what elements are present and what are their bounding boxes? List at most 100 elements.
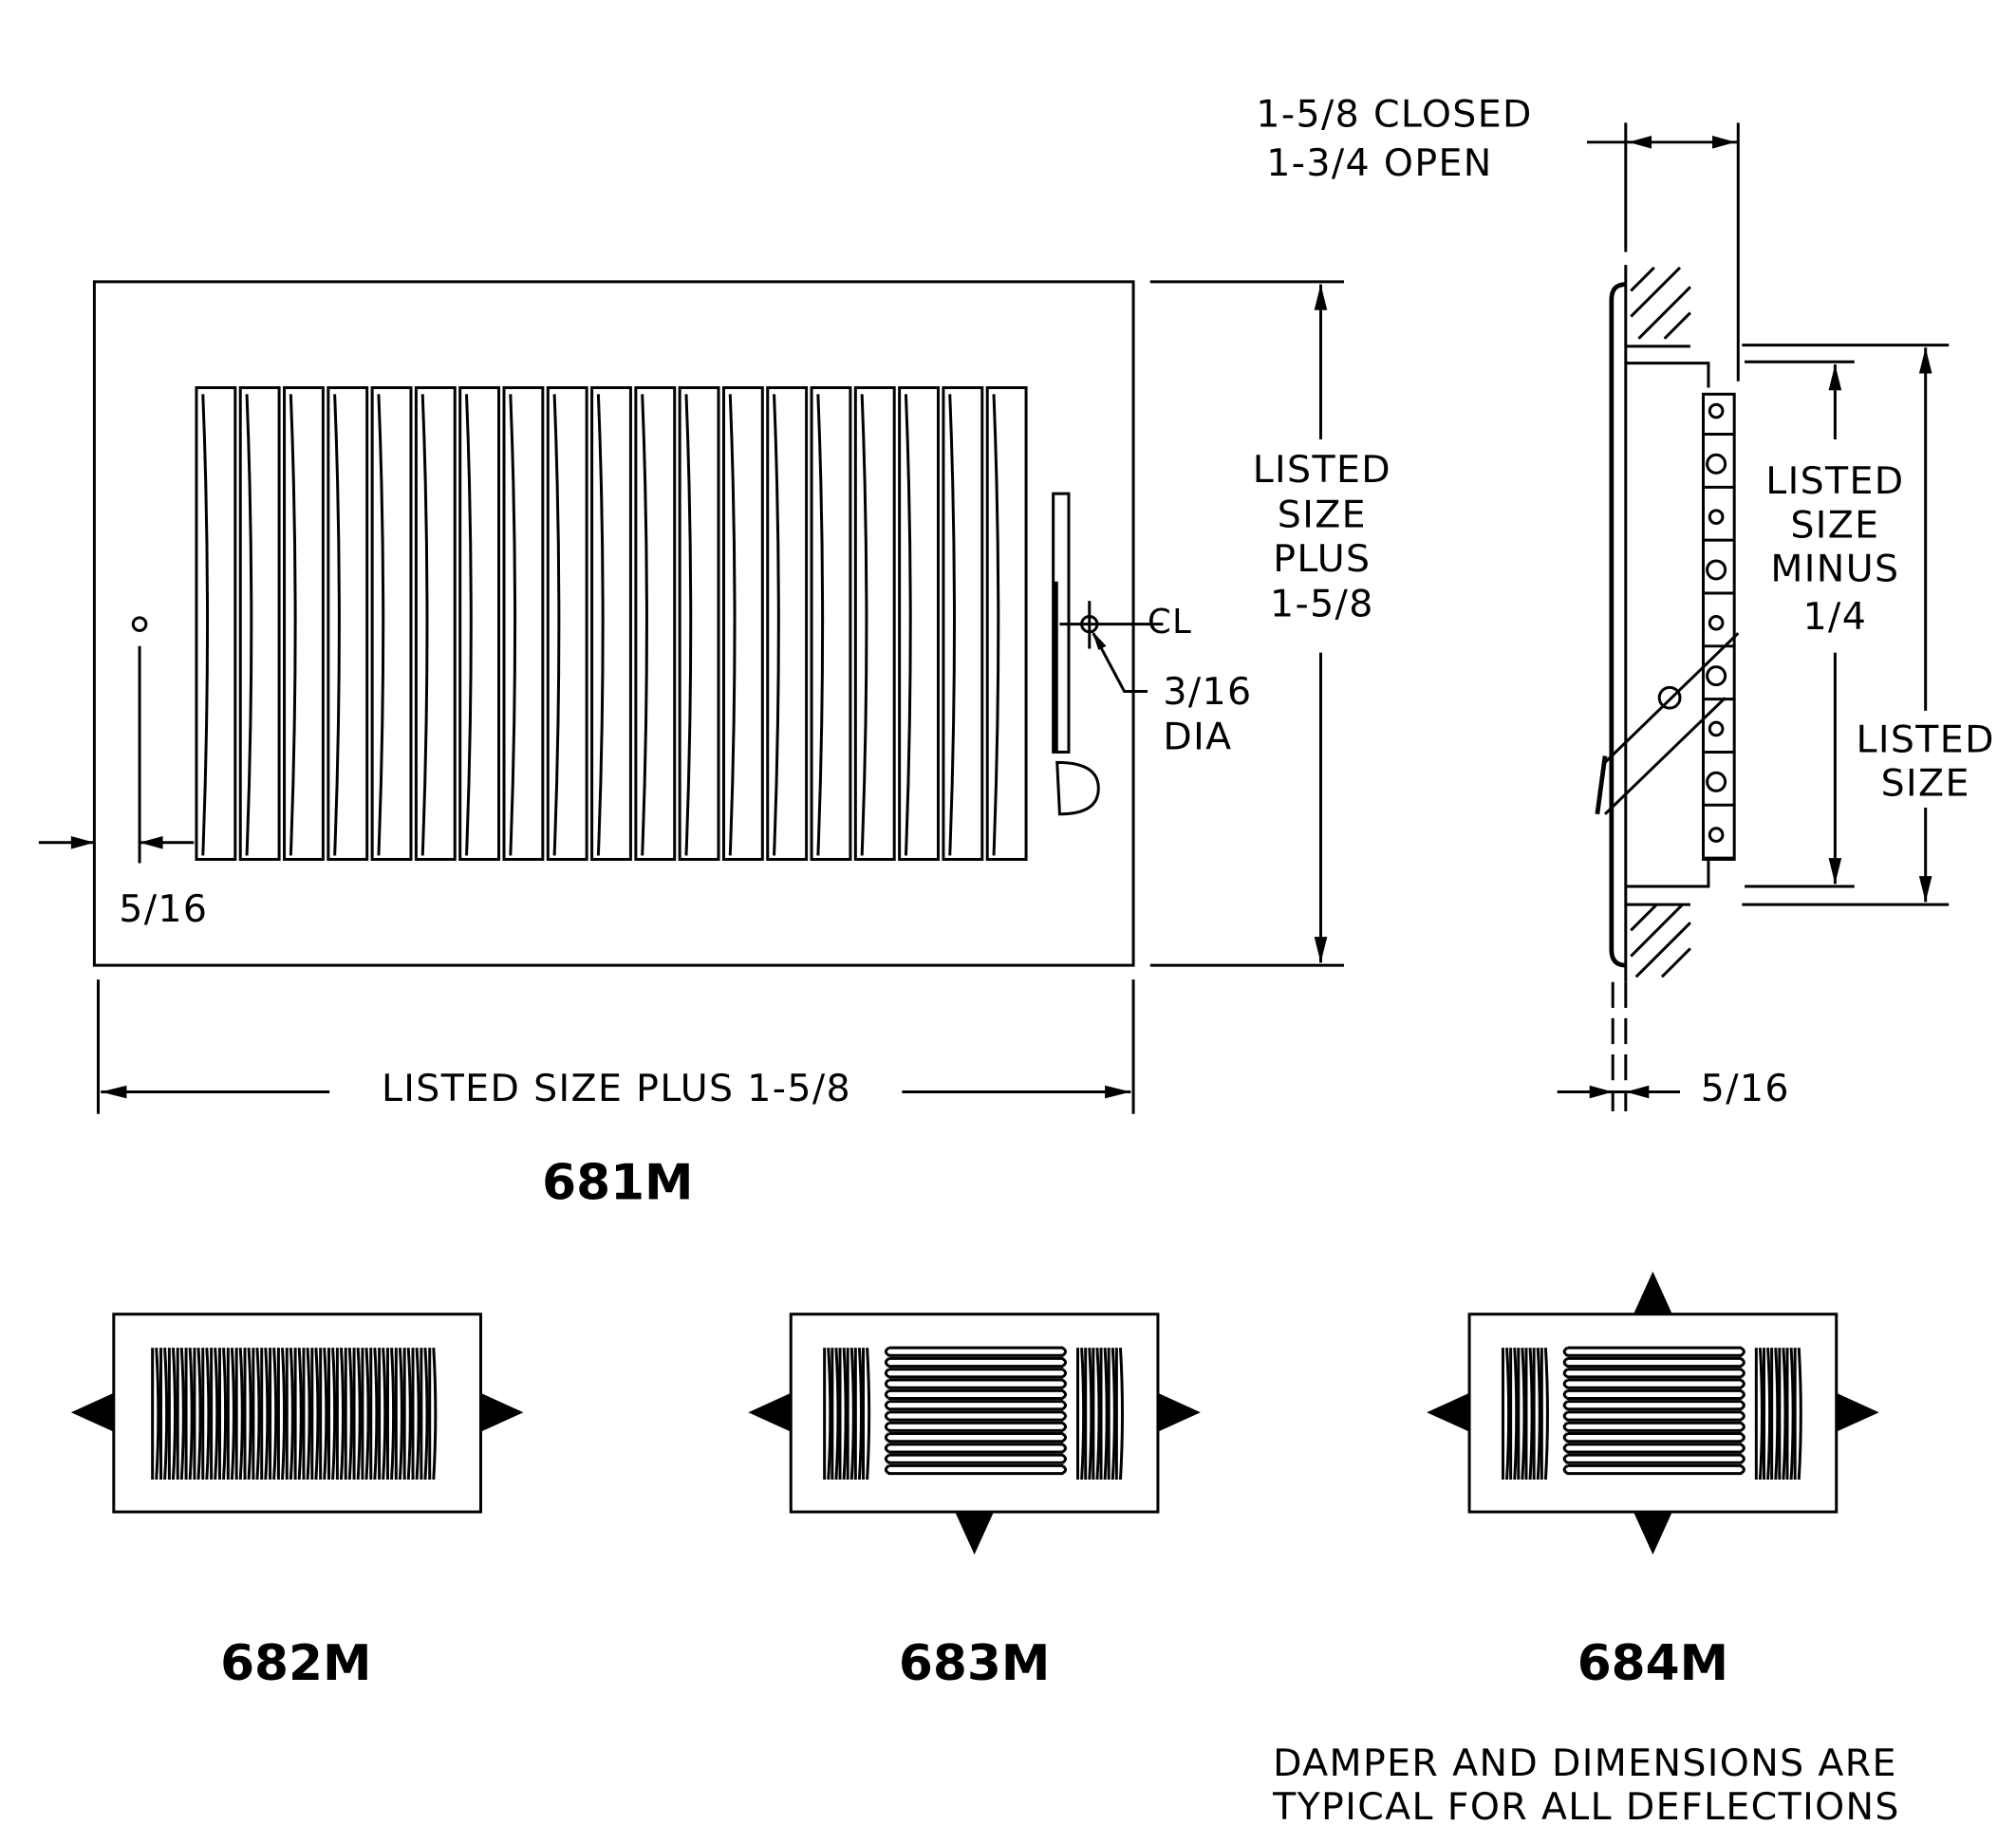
louver [285,1348,294,1481]
hole-dia-label: DIA [1163,716,1232,759]
height-dim-line4: 1-5/8 [1270,582,1374,625]
louver [1785,1348,1795,1481]
louver [853,1348,863,1481]
louver [276,1348,287,1481]
wall-hatch-bottom [1625,903,1691,978]
outer-dim-line2: SIZE [1881,762,1970,806]
louver [428,1348,438,1481]
deflection-arrows [70,1392,524,1432]
louver [846,1348,855,1481]
depth-open-label: 1-3/4 OPEN [1266,141,1492,185]
blade-pivot [1706,453,1727,475]
louver [884,1421,1068,1432]
louver [853,386,896,861]
louver [1532,1348,1541,1481]
blade-pivot [1706,559,1727,581]
louver [1562,1378,1745,1389]
louver [721,386,764,861]
louver [1763,1348,1772,1481]
louver [402,1348,412,1481]
louver [234,1348,244,1481]
louver [884,1400,1068,1411]
louver [1517,1348,1526,1481]
louver-group [195,386,1028,861]
louver [252,1348,261,1481]
side-view: LISTED SIZE MINUS 1/4 LISTED SIZE 5/16 [1557,122,1995,1111]
footnote-line2: TYPICAL FOR ALL DEFLECTIONS [1272,1785,1900,1829]
louver [195,386,237,861]
louver [634,386,677,861]
variant-682m: 682M [70,1313,524,1692]
blade-pivot [1708,720,1725,737]
inner-dim-line3: MINUS [1770,548,1899,591]
louver [1076,1348,1086,1481]
louver [884,1443,1068,1454]
louver [502,386,545,861]
louver [1501,1348,1511,1481]
louver [1754,1348,1764,1481]
louver [884,1378,1068,1389]
blade-pivot [1706,665,1727,687]
width-dim-label: LISTED SIZE PLUS 1-5/8 [382,1067,851,1110]
louver [884,1453,1068,1464]
louver [590,386,632,861]
louver [327,386,369,861]
louver [862,1348,871,1481]
blade-pivot [1708,614,1725,631]
louver [176,1348,185,1481]
louver [217,1348,228,1481]
louver [293,1348,303,1481]
blade-pivot [1708,827,1725,843]
louver [260,1348,270,1481]
louver [1562,1356,1745,1369]
louver [238,386,281,861]
louver [226,1348,235,1481]
louver [151,1348,160,1481]
louver [269,1348,278,1481]
louver [838,1348,848,1481]
louver [1114,1348,1124,1481]
blade-pivot [1708,402,1725,419]
louver [884,1432,1068,1444]
louver [411,1348,420,1481]
louver [1778,1348,1787,1481]
louver [243,1348,252,1481]
blade-pivot [1706,771,1727,792]
louver [1562,1410,1745,1422]
damper-blade-pivots [1703,402,1735,860]
louver [1562,1432,1745,1444]
height-dim-line2: SIZE [1278,494,1367,537]
flange-dim-label: 5/16 [1701,1067,1790,1110]
inner-dim-line4: 1/4 [1803,595,1868,639]
louver [884,1346,1068,1357]
louver [1524,1348,1534,1481]
louver [985,386,1028,861]
louver [1107,1348,1116,1481]
louver [327,1348,337,1481]
louver [1562,1453,1745,1464]
footnote-line1: DAMPER AND DIMENSIONS ARE [1273,1742,1897,1785]
variant-684m: 684M [1427,1271,1879,1692]
damper-linkage [1603,632,1740,815]
front-view: CL 3/16 DIA LISTED SIZE PLUS 1-5/8 5/16 … [38,280,1391,1212]
louver [167,1348,177,1481]
louver [1770,1348,1780,1481]
louver [394,1348,403,1481]
louver [823,1348,832,1481]
outer-dim-line1: LISTED [1857,717,1995,761]
inner-dim-line2: SIZE [1790,503,1879,547]
louver [1793,1348,1802,1481]
louver [370,386,413,861]
louver [420,1348,429,1481]
damper-knob [1055,760,1100,816]
louver [302,1348,311,1481]
louver [159,1348,169,1481]
model-681m-label: 681M [542,1155,693,1212]
centerline-label: CL [1148,603,1192,642]
louver [310,1348,320,1481]
screw-hole [131,616,148,632]
louver [210,1348,219,1481]
louver [1099,1348,1109,1481]
louver [193,1348,202,1481]
louver [335,1348,345,1481]
